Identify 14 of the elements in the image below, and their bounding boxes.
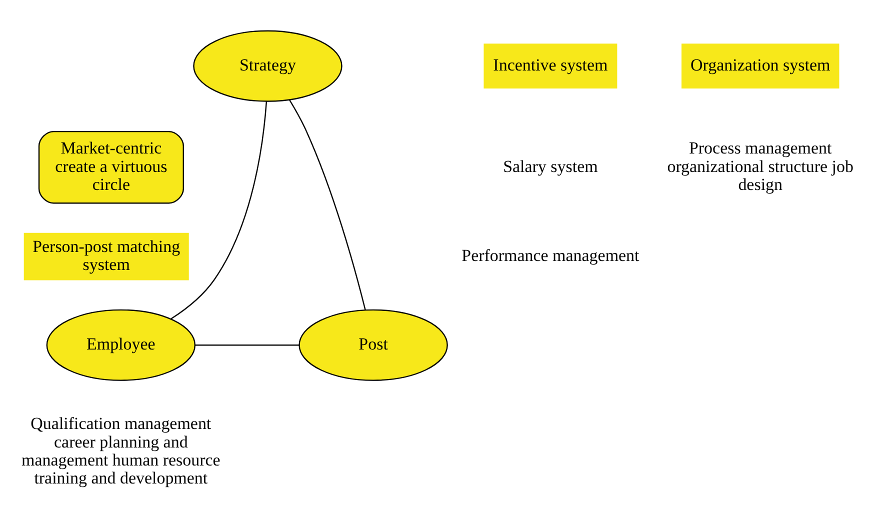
node-ellipse: Strategy bbox=[193, 30, 342, 102]
connector bbox=[288, 100, 366, 310]
label: Process management organizational structure job design bbox=[667, 138, 854, 194]
label: Qualification management career planning and management human resource training and development bbox=[22, 414, 220, 488]
node-ellipse: Post bbox=[298, 309, 448, 381]
connector bbox=[170, 102, 268, 320]
node-ellipse: Employee bbox=[46, 309, 196, 381]
node-box: Incentive system bbox=[484, 44, 618, 88]
node-box: Person-post matching system bbox=[24, 232, 189, 280]
label: Performance management bbox=[462, 246, 640, 266]
node-box: Market-centric create a virtuous circle bbox=[38, 130, 184, 204]
node-box: Organization system bbox=[682, 44, 840, 88]
label: Salary system bbox=[503, 156, 598, 176]
connector bbox=[195, 344, 300, 346]
